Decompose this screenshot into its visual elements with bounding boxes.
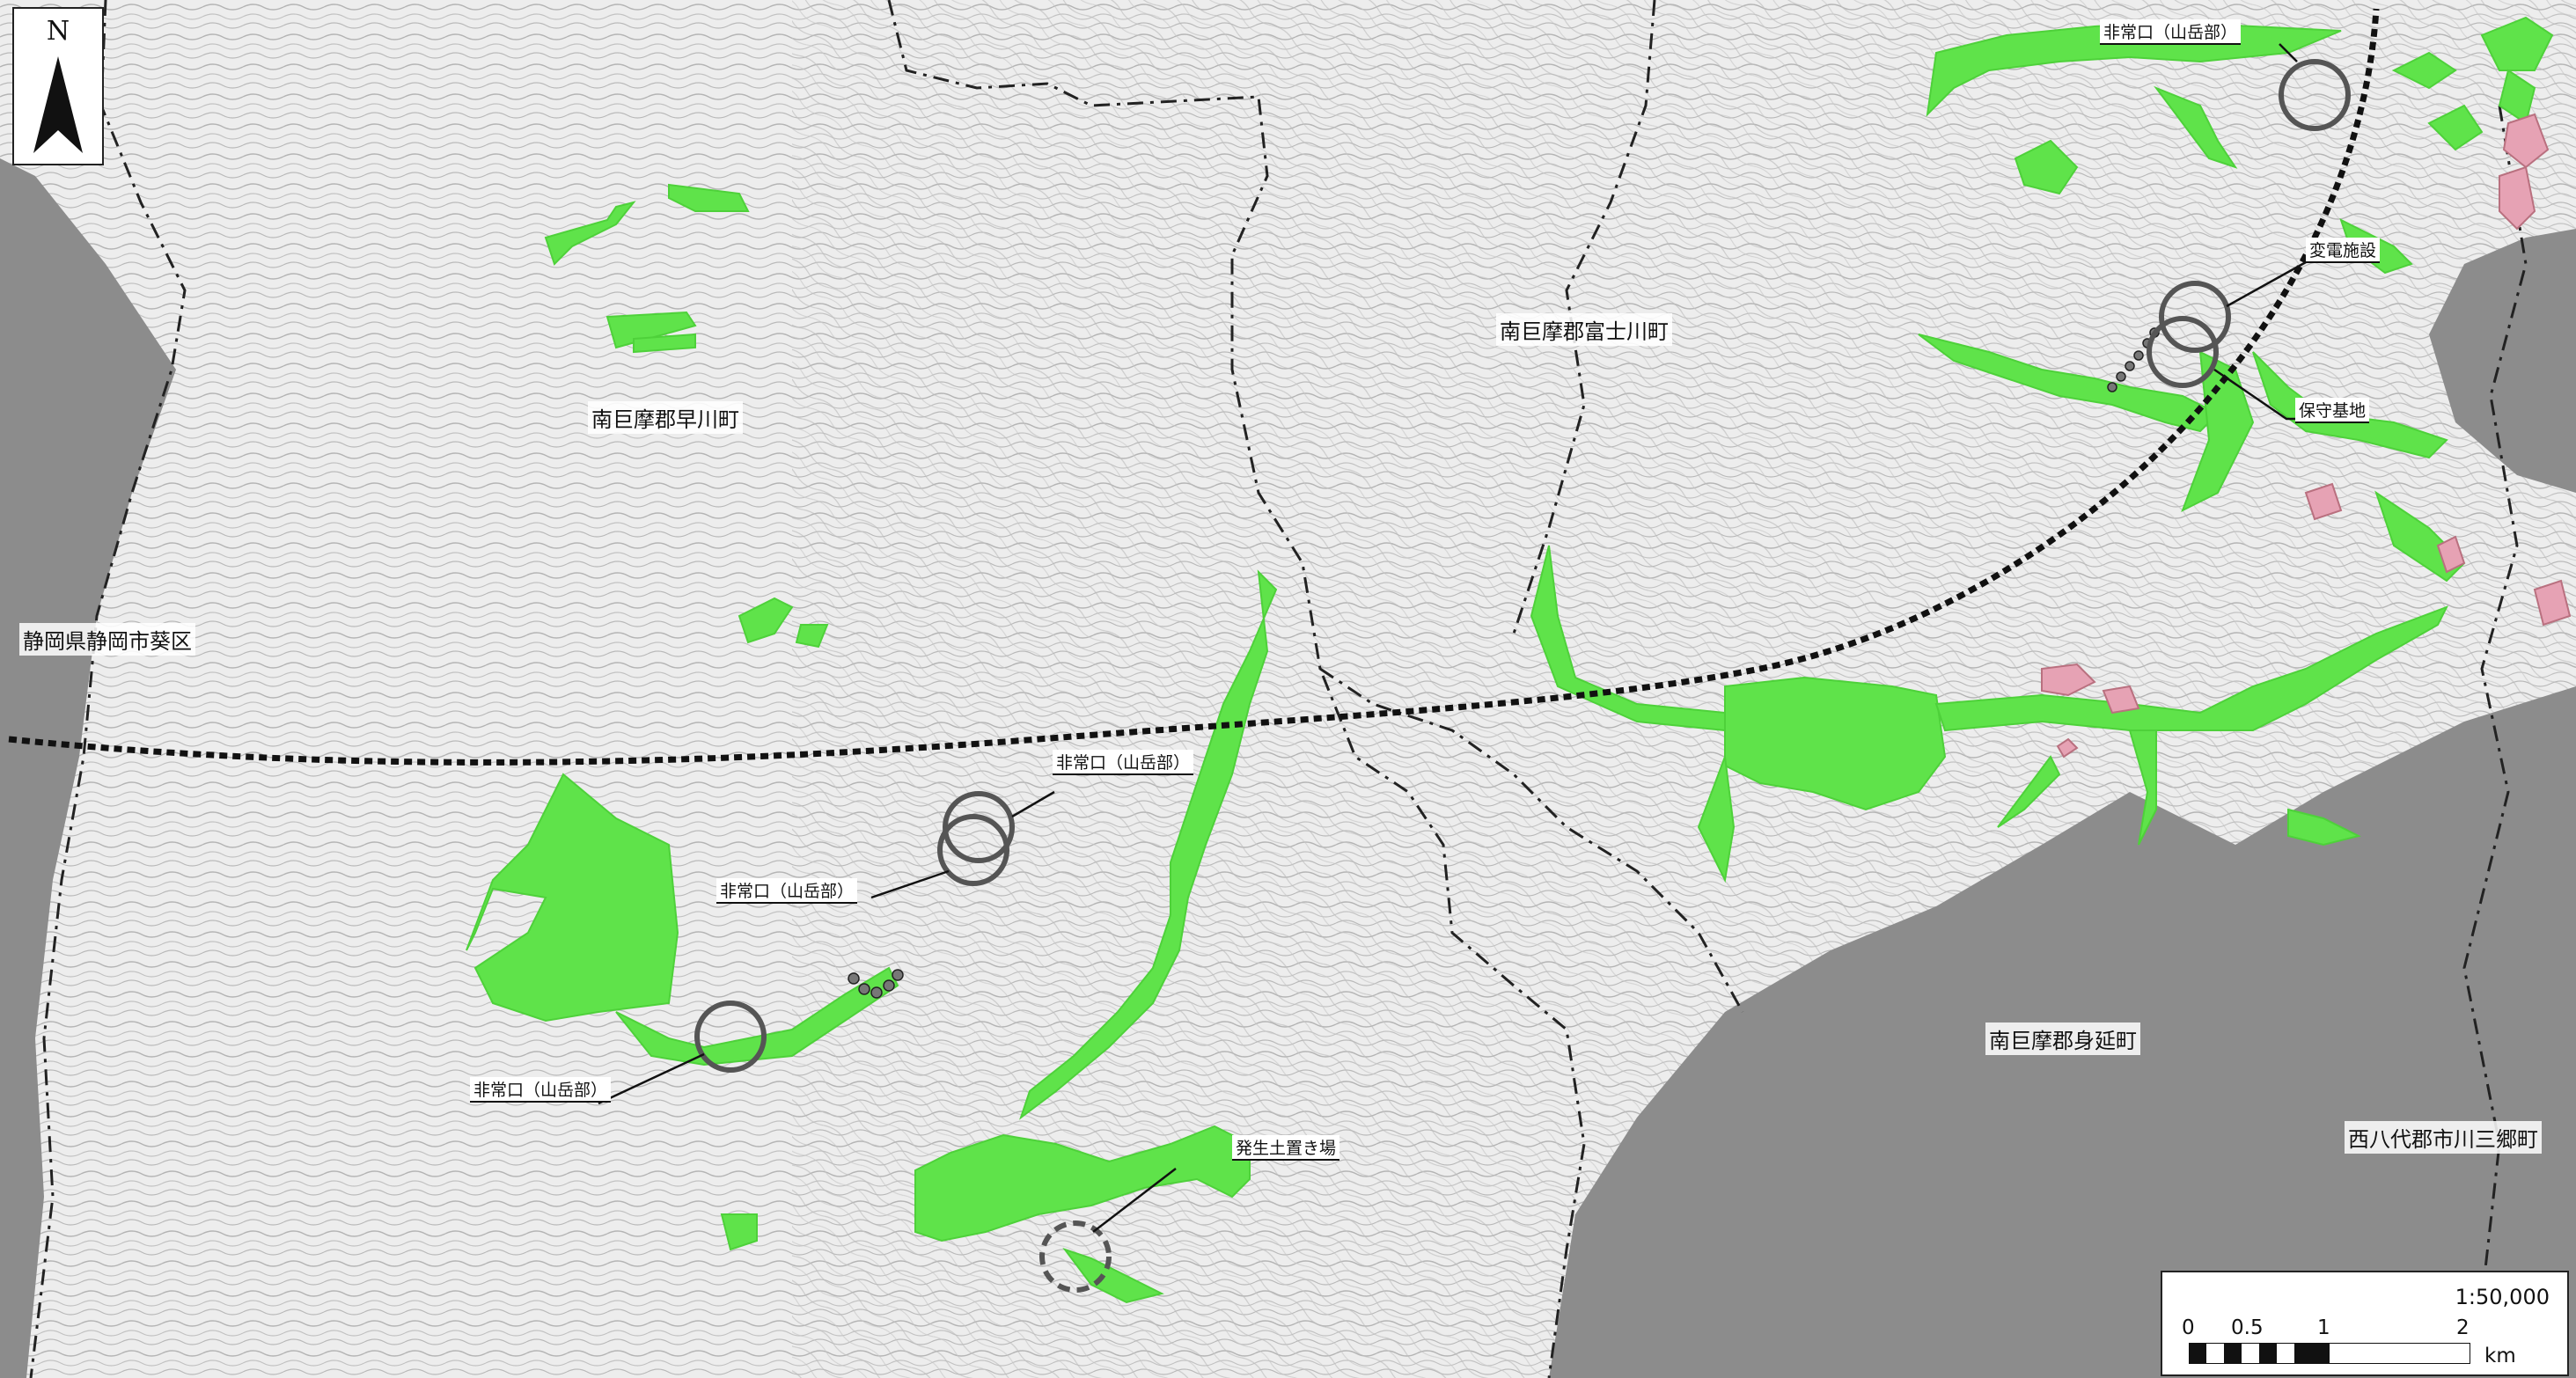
callout-emergency-exit-sw[interactable]: 非常口（山岳部） xyxy=(470,1077,612,1103)
callout-emergency-exit-ne[interactable]: 非常口（山岳部） xyxy=(2100,19,2242,45)
tunnel-route xyxy=(8,8,2380,766)
spoil-site-circle xyxy=(1039,1220,1112,1293)
north-label: N xyxy=(46,16,70,47)
callout-emergency-exit-c1[interactable]: 非常口（山岳部） xyxy=(1053,750,1194,775)
place-name-ichikawamisato: 西八代郡市川三郷町 xyxy=(2345,1121,2542,1154)
shaded-area-east xyxy=(2429,229,2576,493)
scale-bar: 1:50,000 0 0.5 1 2 km xyxy=(2161,1271,2569,1376)
scale-ratio: 1:50,000 xyxy=(2455,1285,2550,1309)
leader-lines xyxy=(598,43,2307,1233)
scale-unit: km xyxy=(2484,1345,2516,1367)
boundary-minobu xyxy=(1319,667,1744,1013)
work-areas xyxy=(466,16,2554,1304)
scale-tick: 1 xyxy=(2317,1316,2330,1339)
north-arrow: N xyxy=(12,7,104,165)
boundary-fujikawa-west xyxy=(1512,0,1656,634)
place-name-minobu: 南巨摩郡身延町 xyxy=(1985,1023,2140,1055)
place-name-hayakawa: 南巨摩郡早川町 xyxy=(588,401,743,434)
callout-substation[interactable]: 変電施設 xyxy=(2306,238,2381,263)
north-arrow-icon xyxy=(33,56,83,153)
scale-bar-graphic xyxy=(2189,1343,2470,1364)
facility-dots xyxy=(848,327,2160,999)
callout-spoil-site[interactable]: 発生土置き場 xyxy=(1232,1135,1340,1161)
place-name-fujikawa: 南巨摩郡富士川町 xyxy=(1496,313,1672,346)
scale-tick: 0 xyxy=(2182,1316,2195,1339)
boundary-shizuoka xyxy=(29,0,187,1378)
callout-emergency-exit-c2[interactable]: 非常口（山岳部） xyxy=(716,878,858,904)
place-name-shizuoka: 静岡県静岡市葵区 xyxy=(19,623,195,656)
facility-circles xyxy=(694,59,2351,1073)
scale-tick: 0.5 xyxy=(2231,1316,2264,1339)
boundary-ichikawamisato xyxy=(2462,105,2528,1378)
shaded-area-west xyxy=(0,158,176,1378)
pink-areas xyxy=(2041,113,2572,759)
scale-tick: 2 xyxy=(2456,1316,2470,1339)
callout-maintenance-base[interactable]: 保守基地 xyxy=(2295,398,2370,423)
